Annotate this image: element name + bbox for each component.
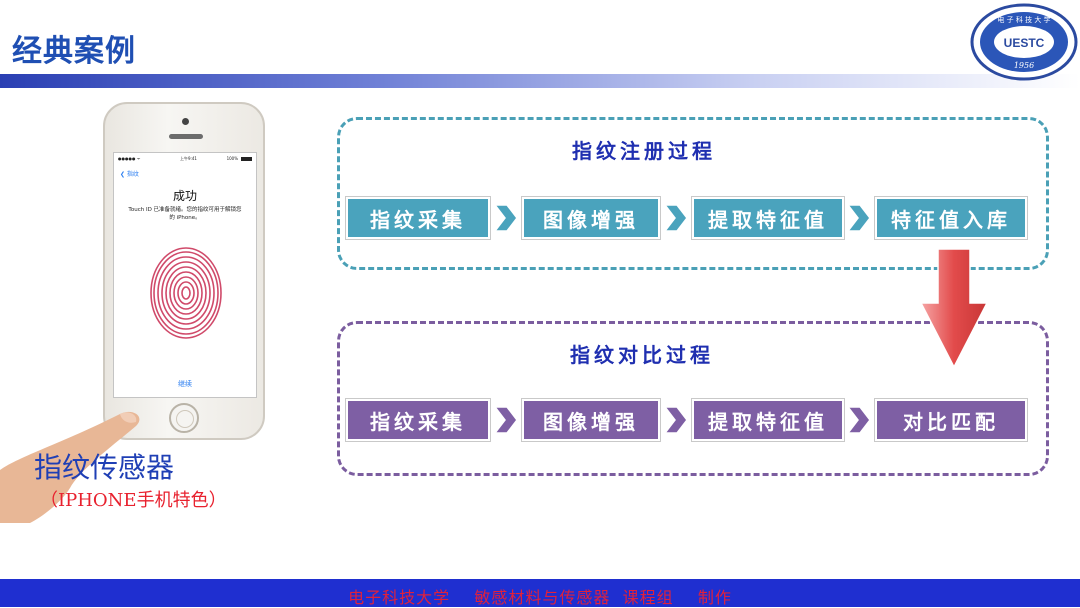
footer-text: 电子科技大学 敏感材料与传感器 课程组 制作 [348, 588, 732, 607]
chevron-right-icon [846, 406, 871, 434]
camera-icon [182, 118, 189, 125]
cmp-step-2: 图像增强 [522, 399, 660, 441]
speaker-icon [169, 134, 203, 139]
phone-screen: ●●●●● ᯤ 上午9:41 100% ❮ 指纹 成功 Touch ID 已准备… [113, 152, 257, 398]
back-link: ❮ 指纹 [120, 171, 139, 178]
battery-icon [241, 157, 252, 161]
logo-year: 1956 [1014, 61, 1034, 70]
signal-indicator: ●●●●● ᯤ [118, 156, 141, 161]
reg-step-2: 图像增强 [522, 197, 660, 239]
reg-step-3: 提取特征值 [692, 197, 844, 239]
logo-abbr: UESTC [1004, 36, 1045, 50]
status-time: 上午9:41 [180, 156, 197, 161]
sensor-name: 指纹传感器 [34, 451, 175, 484]
registration-title: 指纹注册过程 [572, 139, 716, 163]
finger-hand-image [0, 411, 140, 523]
cmp-step-4: 对比匹配 [875, 399, 1027, 441]
screen-title: 成功 [172, 189, 197, 203]
battery-percent: 100% [226, 156, 238, 161]
chevron-right-icon [493, 406, 518, 434]
down-arrow-icon [921, 249, 987, 367]
cmp-step-3: 提取特征值 [692, 399, 844, 441]
chevron-right-icon [493, 204, 518, 232]
screen-description: Touch ID 已准备就绪。您的指纹可用于解锁您的 iPhone。 [128, 207, 242, 221]
reg-step-4: 特征值入库 [875, 197, 1027, 239]
registration-process-frame [337, 117, 1049, 270]
title-underline-bar [0, 74, 1080, 88]
logo-arc-text: 电 子 科 技 大 学 [997, 15, 1050, 24]
chevron-right-icon [663, 406, 688, 434]
iphone-image: ●●●●● ᯤ 上午9:41 100% ❮ 指纹 成功 Touch ID 已准备… [103, 102, 265, 440]
university-logo: UESTC 电 子 科 技 大 学 1956 [970, 3, 1078, 81]
comparison-process-frame [337, 321, 1049, 476]
reg-step-1: 指纹采集 [346, 197, 490, 239]
continue-link: 继续 [178, 380, 192, 388]
status-bar: ●●●●● ᯤ 上午9:41 100% [118, 156, 252, 164]
chevron-right-icon [663, 204, 688, 232]
cmp-step-1: 指纹采集 [346, 399, 490, 441]
sensor-subtitle: （IPHONE手机特色） [40, 490, 227, 511]
fingerprint-icon [150, 247, 222, 339]
page-title: 经典案例 [12, 34, 136, 69]
chevron-right-icon [846, 204, 871, 232]
home-button-icon [169, 403, 199, 433]
footer-bar [0, 579, 1080, 607]
comparison-title: 指纹对比过程 [570, 343, 714, 367]
